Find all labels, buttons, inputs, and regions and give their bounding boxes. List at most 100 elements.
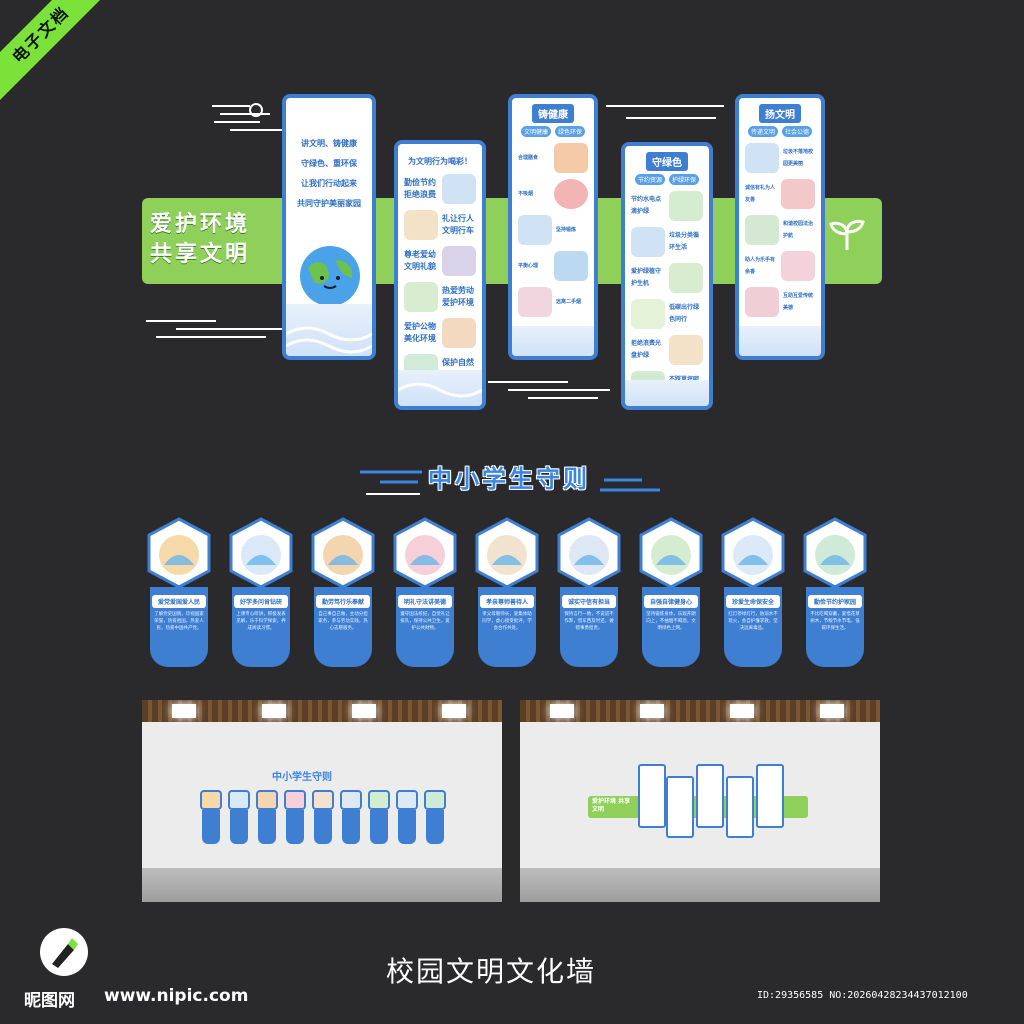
site-logo-text: 昵图网 [24,991,75,1011]
panel-item: 垃圾分类循环生活 [669,232,700,251]
bicycle-icon [631,299,665,329]
panel-subtag: 文明健康 [520,126,551,137]
illustration-icon [745,143,779,173]
runner-icon [554,143,588,173]
ceiling-light [262,704,286,718]
title-ornament-icon [360,470,660,495]
rule-text: 遵守国法校纪，自觉礼让排队，保持公共卫生，爱护公共财物。 [400,612,450,631]
panel-health: 铸健康 文明健康绿色环保 合理膳食 不吸烟 坚持锻炼 平衡心理 远离二手烟 [508,94,598,360]
rule-card: 诚实守信有担当保持言行一致，不说谎不作弊，借东西及时还，做错事勇担责。 [556,517,622,667]
cloud-decoration-icon [212,103,286,131]
cloud-decoration-icon [606,105,724,119]
rule-label: 好学多问肯钻研 [234,595,288,608]
panel-item: 勤俭节约拒绝浪费 [404,178,436,199]
panel-item: 节约水电点滴护绿 [631,196,662,215]
earth-mascot-icon [300,246,360,306]
plant-icon [669,263,703,293]
cloud-decoration-icon [488,381,610,399]
panel-subtag: 护绿环保 [669,174,700,185]
rule-card: 爱党爱国爱人民了解党史国情，珍视国家荣誉，热爱祖国，热爱人民，热爱中国共产党。 [146,517,212,667]
mini-rule-card [284,790,306,848]
panel-civilized-behavior: 为文明行为喝彩！ 勤俭节约拒绝浪费 礼让行人文明行车 尊老爱幼文明礼貌 热爱劳动… [394,140,486,410]
hexagon-illustration-icon [229,517,293,589]
hexagon-illustration-icon [721,517,785,589]
panel-title: 扬文明 [759,104,801,123]
mini-rule-card [424,790,446,848]
room-mockup-rules: 中小学生守则 [142,700,502,902]
panel-item: 低碳出行绿色同行 [669,304,700,323]
rule-label: 珍爱生命保安全 [726,595,780,608]
panel-item: 热爱劳动爱护环境 [442,286,474,307]
rule-label: 勤俭节约护家园 [808,595,862,608]
rule-label: 孝亲尊师善待人 [480,595,534,608]
panel-title: 守绿色 [646,152,688,171]
mini-rule-card [312,790,334,848]
illustration-icon [404,210,438,240]
panel-slogan-line: 守绿色、重环保 [301,159,357,168]
rule-card: 勤劳笃行乐奉献自己事自己做，主动分担家务，参与劳动实践，热心志愿服务。 [310,517,376,667]
rule-label: 爱党爱国爱人民 [152,595,206,608]
rule-card: 珍爱生命保安全红灯停绿灯行，防溺水不玩火，会自护懂求救，坚决远离毒品。 [720,517,786,667]
panel-slogan: 讲文明、铸健康 守绿色、重环保 让我们行动起来 共同守护美丽家园 [282,94,376,360]
ceiling-light [640,704,664,718]
panel-subtag: 社会公德 [782,126,813,137]
panel-title: 铸健康 [532,104,574,123]
panel-item: 爱护公物美化环境 [404,322,436,343]
mini-panel [756,764,784,828]
panel-item: 尊老爱幼文明礼貌 [404,250,436,271]
hexagon-illustration-icon [147,517,211,589]
panel-title: 为文明行为喝彩！ [408,157,472,166]
rule-card: 自强自律健身心坚持锻炼身体，乐观开朗向上，不抽烟不喝酒，文明绿色上网。 [638,517,704,667]
mini-panel [666,776,694,838]
ceiling-light [172,704,196,718]
corner-ribbon: 电子文档 [0,0,107,101]
mini-band-title: 爱护环境 共享文明 [592,798,631,813]
rule-card: 好学多问肯钻研上课专心听讲，积极发表见解，乐于科学探索，养成阅读习惯。 [228,517,294,667]
panel-slogan-line: 让我们行动起来 [301,179,357,188]
ceiling-light [442,704,466,718]
illustration-icon [781,251,815,281]
no-smoking-icon [554,179,588,209]
illustration-icon [669,335,703,365]
banner-title-line1: 爱护环境 [150,212,251,237]
hexagon-illustration-icon [393,517,457,589]
panel-item: 互助互爱传统美德 [783,293,814,311]
illustration-icon [442,246,476,276]
illustration-icon [669,191,703,221]
ceiling-light [730,704,754,718]
rule-label: 勤劳笃行乐奉献 [316,595,370,608]
panel-item: 坚持锻炼 [556,227,577,233]
illustration-icon [442,318,476,348]
rule-label: 诚实守信有担当 [562,595,616,608]
panel-subtag: 节约资源 [634,174,665,185]
mini-rule-card [228,790,250,848]
panel-subtag: 传递文明 [747,126,778,137]
panel-item: 垃圾不落地校园更美丽 [783,149,814,167]
rule-text: 自己事自己做，主动分担家务，参与劳动实践，热心志愿服务。 [318,612,368,631]
illustration-icon [442,174,476,204]
rule-text: 红灯停绿灯行，防溺水不玩火，会自护懂求救，坚决远离毒品。 [728,612,778,631]
mini-panel [638,764,666,828]
mini-rule-card [256,790,278,848]
rule-text: 保持言行一致，不说谎不作弊，借东西及时还，做错事勇担责。 [564,612,614,631]
mini-rule-card [396,790,418,848]
bicycle-icon [518,215,552,245]
hexagon-illustration-icon [803,517,867,589]
site-url[interactable]: www.nipic.com [104,986,249,1006]
panel-item: 合理膳食 [518,155,539,161]
mini-rule-card [340,790,362,848]
mini-rule-card [200,790,222,848]
recycle-bins-icon [631,227,665,257]
panel-item: 远离二手烟 [556,299,582,305]
hexagon-illustration-icon [311,517,375,589]
ceiling-light [352,704,376,718]
image-id-text: ID:29356585 NO:20260428234437012100 [757,990,968,1001]
banner-title-line2: 共享文明 [150,242,251,267]
pen-logo-icon [40,928,88,976]
rule-card: 勤俭节约护家园不比吃喝穿戴，爱惜花草树木，节粮节水节电，低碳环保生活。 [802,517,868,667]
panel-item: 平衡心理 [518,263,539,269]
footer-title: 校园文明文化墙 [386,955,597,988]
rule-label: 自强自律健身心 [644,595,698,608]
rule-text: 坚持锻炼身体，乐观开朗向上，不抽烟不喝酒，文明绿色上网。 [646,612,696,631]
panel-slogan-line: 共同守护美丽家园 [297,199,361,208]
